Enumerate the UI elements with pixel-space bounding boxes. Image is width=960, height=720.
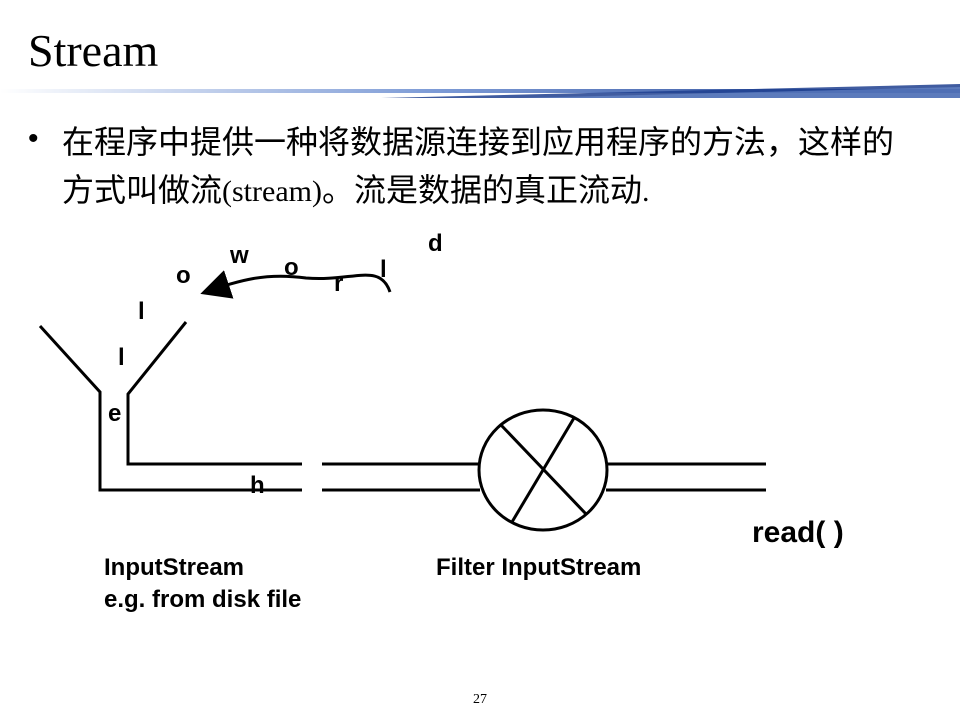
- flow-arrow: [200, 270, 392, 299]
- title-decor-band: [0, 84, 960, 98]
- read-method-label: read( ): [752, 516, 844, 549]
- stream-char-l3: l: [380, 256, 387, 283]
- bullet-marker: •: [28, 122, 39, 155]
- slide-title: Stream: [28, 25, 159, 76]
- bullet-text-stream: (stream): [222, 175, 322, 208]
- bullet-text-suffix: 。流是数据的真正流动: [321, 171, 642, 209]
- stream-char-l2: l: [138, 298, 145, 325]
- bullet-text: 在程序中提供一种将数据源连接到应用程序的方法，这样的方式叫做流(stream)。…: [62, 118, 922, 216]
- input-funnel-outer: [38, 324, 302, 492]
- input-stream-label: InputStream e.g. from disk file: [104, 552, 301, 616]
- stream-char-h: h: [250, 472, 265, 499]
- input-stream-label-line1: InputStream: [104, 554, 245, 581]
- stream-char-r: r: [334, 270, 344, 297]
- stream-char-e: e: [108, 400, 122, 427]
- filter-valve-cross-2: [510, 417, 576, 523]
- stream-char-l1: l: [118, 344, 125, 371]
- stream-char-w: w: [230, 242, 249, 269]
- input-funnel-inner: [126, 321, 302, 466]
- stream-char-d: d: [428, 230, 443, 257]
- bullet-text-prefix: 在程序中提供一种将数据源连接到应用程序的方法，这样的方式叫做流: [62, 123, 895, 209]
- filter-inputstream-label: Filter InputStream: [436, 554, 642, 581]
- page-number: 27: [473, 692, 487, 707]
- input-stream-label-line2: e.g. from disk file: [104, 586, 302, 613]
- stream-char-o2: o: [284, 254, 299, 281]
- bullet-text-end: .: [641, 175, 650, 208]
- stream-char-o1: o: [176, 262, 191, 289]
